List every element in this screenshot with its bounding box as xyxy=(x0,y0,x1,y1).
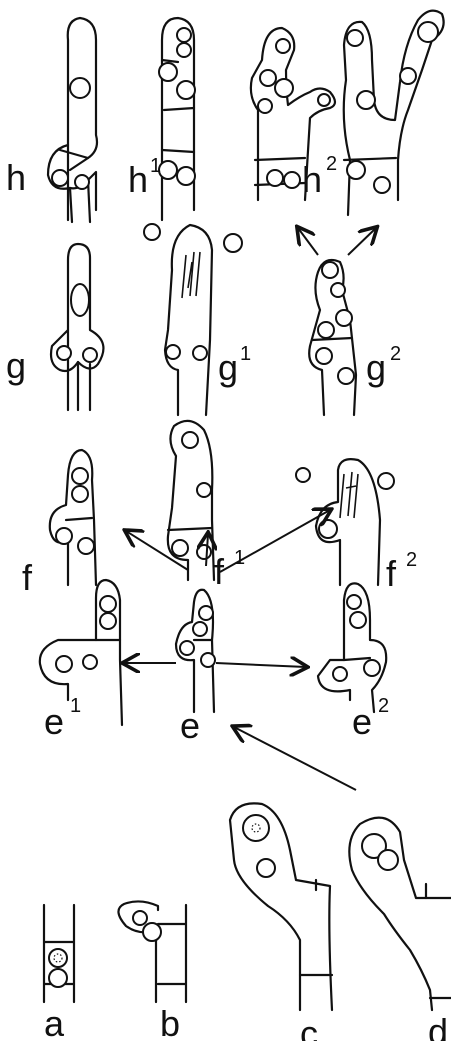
label-h: h xyxy=(6,157,26,198)
panel-g1 xyxy=(143,223,243,417)
panel-g2 xyxy=(308,258,358,417)
label-g1: g xyxy=(218,347,238,388)
panel-e xyxy=(174,588,216,714)
label-g2: g xyxy=(366,347,386,388)
label-g2-sup: 2 xyxy=(390,343,401,365)
label-f1-sup: 1 xyxy=(234,547,245,569)
label-h1: h xyxy=(128,159,148,200)
label-f2: f xyxy=(386,553,397,594)
label-e: e xyxy=(180,705,200,746)
panel-h2 xyxy=(249,26,337,202)
label-e1-sup: 1 xyxy=(70,695,81,717)
label-h2-sup: 2 xyxy=(326,153,337,175)
label-e2: e xyxy=(352,701,372,742)
label-h1-sup: 1 xyxy=(150,155,161,177)
panel-e1 xyxy=(38,578,124,727)
label-c: c xyxy=(300,1013,318,1041)
panel-f2 xyxy=(295,458,395,587)
panel-h1 xyxy=(158,16,196,222)
panel-b xyxy=(117,900,188,1004)
panel-g xyxy=(49,242,105,412)
panel-f xyxy=(48,448,98,587)
label-f: f xyxy=(22,557,33,598)
panel-g-branch xyxy=(342,9,445,217)
label-e2-sup: 2 xyxy=(378,695,389,717)
panel-h xyxy=(46,16,99,224)
label-g1-sup: 1 xyxy=(240,343,251,365)
label-a: a xyxy=(44,1003,65,1041)
panel-d xyxy=(348,816,451,1012)
label-e1: e xyxy=(44,701,64,742)
panel-e2 xyxy=(316,582,388,714)
panel-c xyxy=(228,802,334,1012)
label-h2: h xyxy=(302,159,322,200)
label-f1: f xyxy=(214,551,225,592)
label-f2-sup: 2 xyxy=(406,549,417,571)
label-d: d xyxy=(428,1011,448,1041)
panel-a xyxy=(42,903,76,1004)
label-g: g xyxy=(6,345,26,386)
label-b: b xyxy=(160,1003,180,1041)
